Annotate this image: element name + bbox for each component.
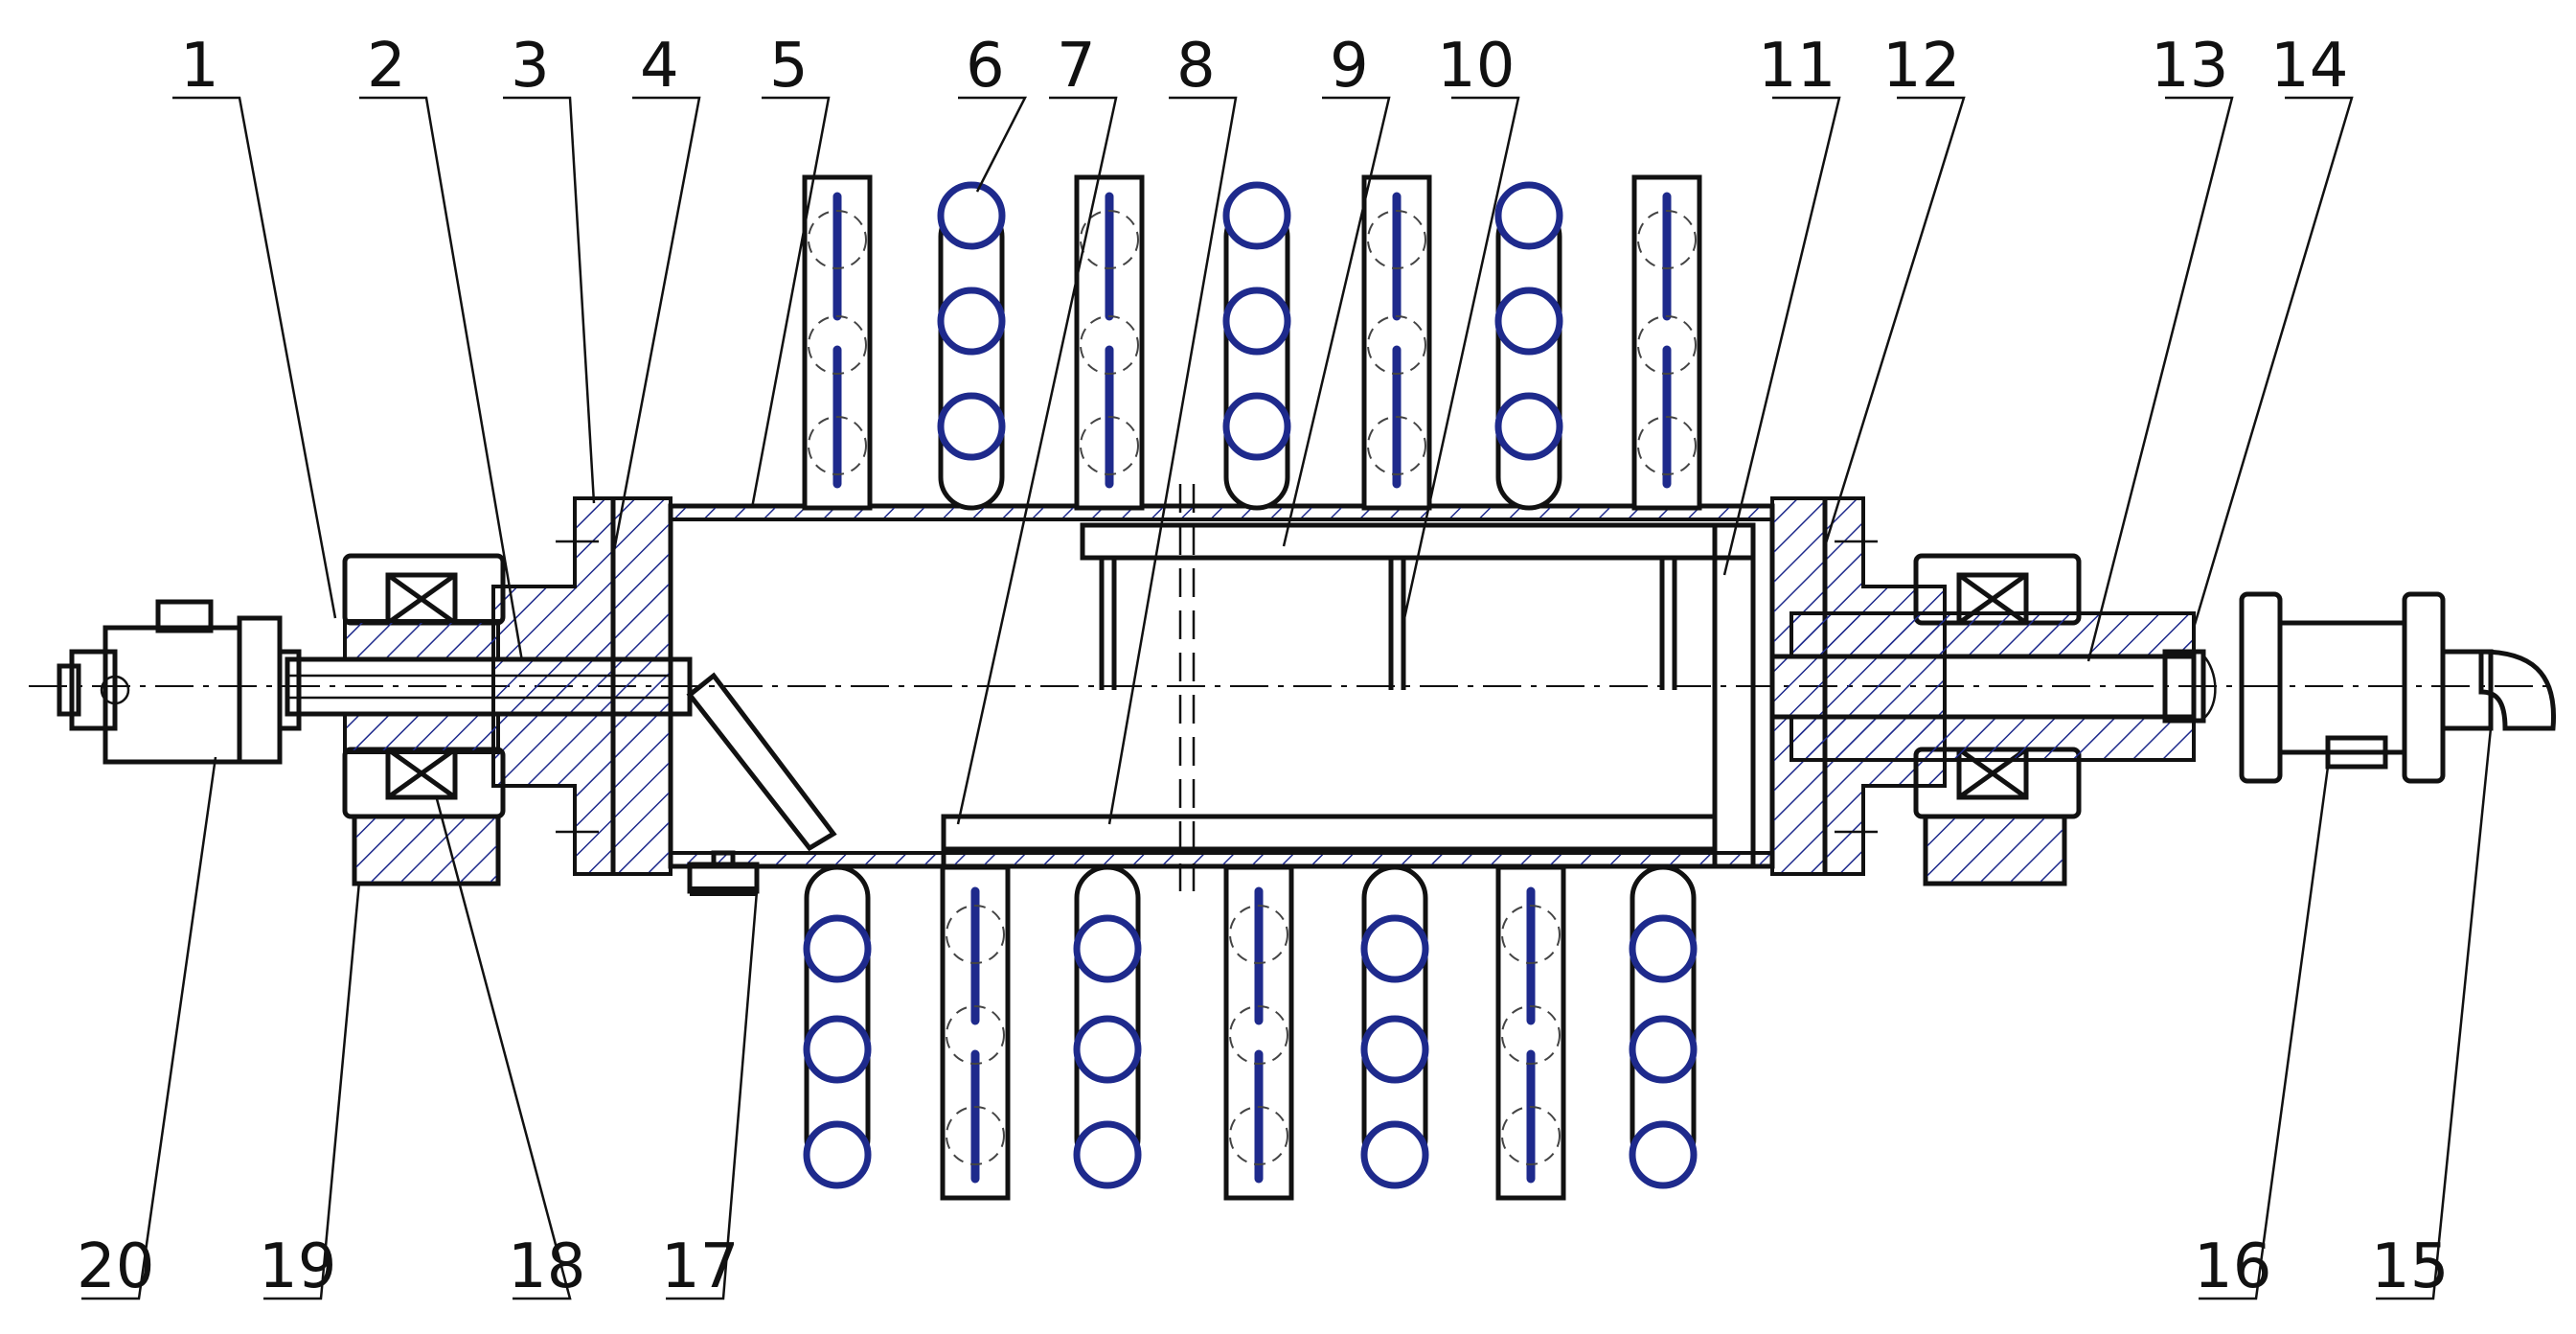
label-part-9: 9	[1330, 31, 1369, 102]
paddle-lower-3	[1073, 864, 1142, 1189]
left-bearing-housing	[285, 553, 693, 886]
label-part-13: 13	[2151, 31, 2228, 102]
left-rotary-joint	[57, 599, 302, 765]
main-drum	[668, 484, 1775, 891]
paddle-upper-5	[1361, 174, 1432, 511]
label-part-7: 7	[1057, 31, 1096, 102]
paddle-lower-1	[803, 864, 872, 1189]
paddle-upper-2	[937, 181, 1006, 511]
label-part-20: 20	[77, 1231, 154, 1302]
leader-lines-top	[172, 96, 2354, 825]
lower-paddles	[803, 864, 1698, 1201]
label-part-3: 3	[511, 31, 550, 102]
drain-plug	[687, 850, 760, 896]
label-part-4: 4	[640, 31, 679, 102]
label-part-12: 12	[1882, 31, 1960, 102]
paddle-lower-5	[1360, 864, 1429, 1189]
paddle-upper-1	[802, 174, 873, 511]
right-flange	[1770, 496, 1947, 876]
part-labels-top: 1 2 3 4 5 6 7 8 9 10 11 12 13 14	[180, 31, 2348, 102]
label-part-8: 8	[1176, 31, 1216, 102]
label-part-16: 16	[2194, 1231, 2271, 1302]
paddle-lower-7	[1629, 864, 1698, 1189]
paddle-lower-2	[940, 864, 1011, 1201]
paddle-upper-3	[1074, 174, 1145, 511]
label-part-11: 11	[1758, 31, 1835, 102]
label-part-1: 1	[180, 31, 219, 102]
label-part-2: 2	[367, 31, 406, 102]
leader-lines-bottom	[81, 727, 2493, 1300]
label-part-17: 17	[661, 1231, 739, 1302]
right-bearing-housing	[1769, 553, 2217, 886]
label-part-14: 14	[2270, 31, 2348, 102]
paddle-upper-7	[1631, 174, 1702, 511]
label-part-18: 18	[508, 1231, 585, 1302]
label-part-15: 15	[2371, 1231, 2449, 1302]
paddle-lower-6	[1495, 864, 1566, 1201]
label-part-19: 19	[259, 1231, 336, 1302]
paddle-upper-6	[1494, 181, 1563, 511]
left-flange	[491, 496, 672, 876]
right-rotary-joint	[2239, 591, 2557, 784]
label-part-6: 6	[966, 31, 1005, 102]
paddle-lower-4	[1223, 864, 1294, 1201]
part-labels-bottom: 20 19 18 17 16 15	[77, 1231, 2449, 1302]
label-part-10: 10	[1437, 31, 1515, 102]
paddle-upper-4	[1222, 181, 1291, 511]
label-part-5: 5	[769, 31, 809, 102]
upper-paddles	[802, 174, 1702, 511]
